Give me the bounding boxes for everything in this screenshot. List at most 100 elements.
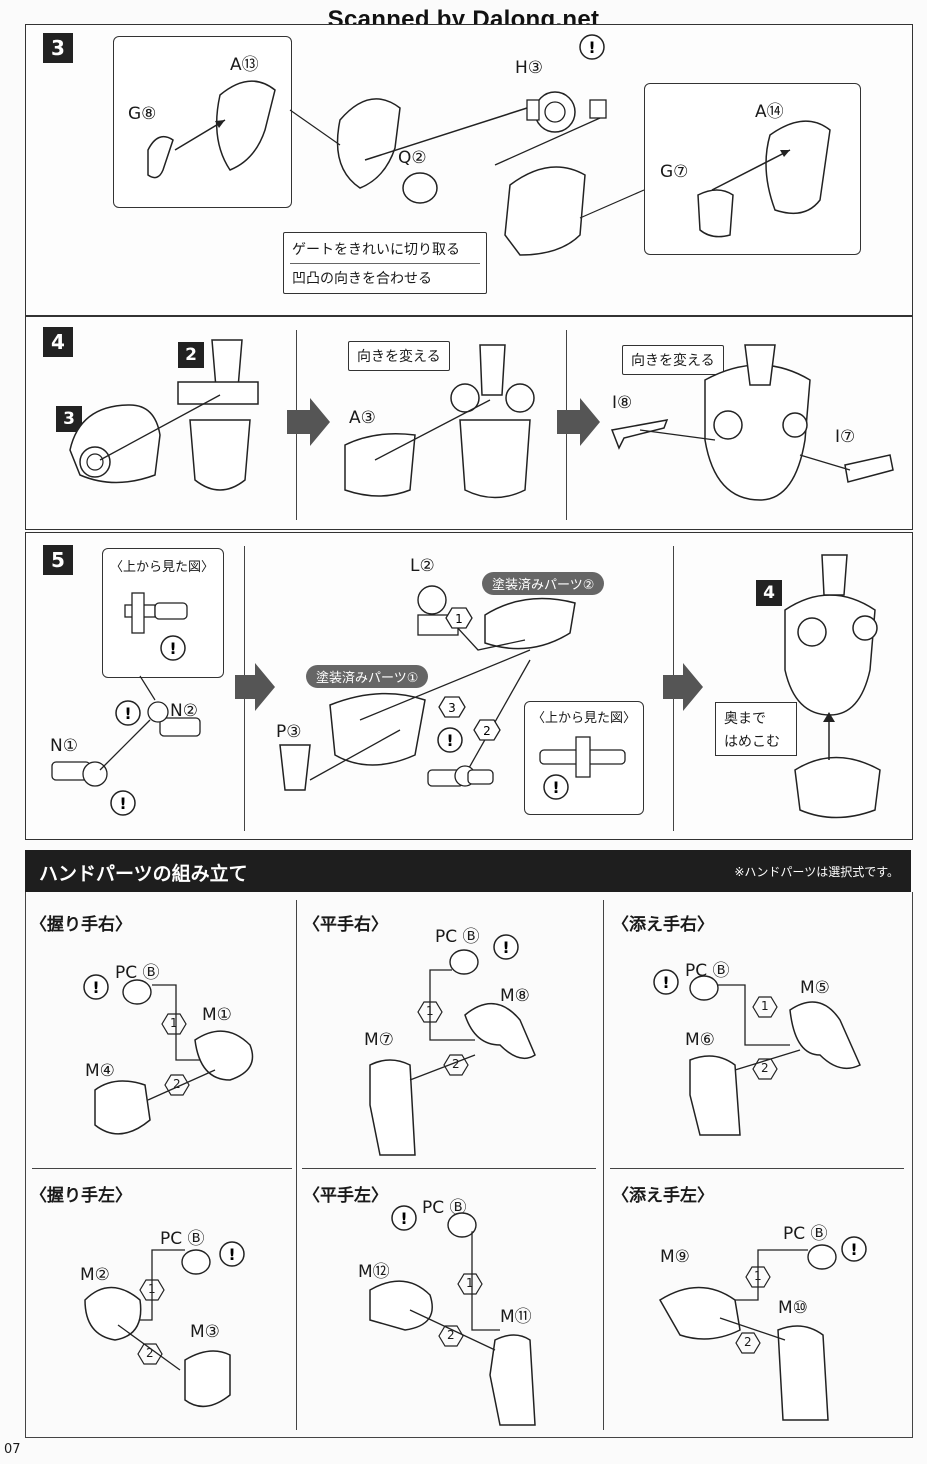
pc-joint bbox=[181, 1249, 211, 1275]
part-q2 bbox=[402, 172, 438, 204]
part-a3 bbox=[344, 433, 416, 497]
hand-section-header: ハンドパーツの組み立て ※ハンドパーツは選択式です。 bbox=[25, 850, 911, 892]
hand-attach-left-title: 〈添え手左〉 bbox=[612, 1186, 714, 1206]
attach-left-m-a: M⑨ bbox=[660, 1247, 690, 1267]
step5-number: 5 bbox=[43, 545, 73, 575]
label-h3: H③ bbox=[515, 58, 544, 78]
hand-part-m7 bbox=[369, 1059, 416, 1156]
part-base bbox=[794, 756, 881, 819]
hand-part-m9 bbox=[658, 1286, 741, 1340]
label-p3: P③ bbox=[276, 722, 302, 742]
hand-section-note: ※ハンドパーツは選択式です。 bbox=[734, 865, 899, 879]
hand-part-m10 bbox=[777, 1325, 829, 1421]
seq-marker-3: 3 bbox=[438, 696, 466, 718]
next-arrow-icon bbox=[235, 663, 275, 711]
label-g7: G⑦ bbox=[660, 162, 689, 182]
hand-part-m3 bbox=[184, 1350, 231, 1408]
svg-text:!: ! bbox=[502, 938, 509, 957]
part-torso-assembled bbox=[459, 419, 531, 499]
attach-left-pc: PC Ⓑ bbox=[783, 1224, 828, 1244]
step5-sub-4: 4 bbox=[756, 580, 782, 606]
next-arrow-icon bbox=[663, 663, 703, 711]
seq-marker-2: 2 bbox=[473, 719, 501, 741]
grip-right-pc: PC Ⓑ bbox=[115, 963, 160, 983]
part-a14-inset bbox=[765, 120, 831, 215]
hand-attach-right-title: 〈添え手右〉 bbox=[612, 915, 714, 935]
part-a13 bbox=[336, 98, 401, 189]
flat-left-pc: PC Ⓑ bbox=[422, 1198, 467, 1218]
svg-text:!: ! bbox=[552, 778, 559, 797]
callout-gate: ゲートをきれいに切り取る bbox=[292, 242, 460, 258]
svg-text:1: 1 bbox=[455, 612, 463, 626]
step4-illustration bbox=[69, 339, 894, 501]
flat-left-m-a: M⑫ bbox=[358, 1262, 390, 1282]
flat-right-seq-2: 2 bbox=[452, 1057, 460, 1071]
topview-label-b: 〈上から見た図〉 bbox=[532, 711, 637, 726]
grip-right-m-a: M① bbox=[202, 1005, 232, 1025]
pc-joint bbox=[807, 1244, 837, 1270]
next-arrow-icon bbox=[557, 398, 600, 446]
seq-marker-1: 1 bbox=[445, 607, 473, 629]
flat-right-m-b: M⑦ bbox=[364, 1030, 394, 1050]
pc-joint bbox=[122, 979, 152, 1005]
callout-align: 凹凸の向きを合わせる bbox=[292, 271, 432, 287]
hand-part-m1 bbox=[194, 1030, 254, 1081]
flat-left-seq-1: 1 bbox=[466, 1276, 474, 1290]
painted-part-2: 塗装済みパーツ② bbox=[482, 572, 605, 595]
flat-right-pc: PC Ⓑ bbox=[435, 927, 480, 947]
hand-part-m6 bbox=[689, 1055, 741, 1136]
attach-right-m-b: M⑥ bbox=[685, 1030, 715, 1050]
step4-callout-a: 向きを変える bbox=[348, 341, 450, 371]
pc-joint bbox=[689, 975, 719, 1001]
part-a13-inset bbox=[215, 80, 276, 171]
grip-right-seq-1: 1 bbox=[170, 1016, 178, 1030]
label-g8: G⑧ bbox=[128, 104, 157, 124]
label-q2: Q② bbox=[398, 148, 427, 168]
part-g7 bbox=[697, 189, 734, 238]
step4-number: 4 bbox=[43, 327, 73, 357]
svg-text:!: ! bbox=[588, 38, 595, 57]
part-n2 bbox=[159, 717, 201, 737]
attach-right-seq-1: 1 bbox=[761, 999, 769, 1013]
pc-joint bbox=[449, 949, 479, 975]
hand-flat-left-title: 〈平手左〉 bbox=[303, 1186, 388, 1206]
grip-right-m-b: M④ bbox=[85, 1061, 115, 1081]
svg-text:3: 3 bbox=[448, 701, 456, 715]
topview-label-a: 〈上から見た図〉 bbox=[110, 560, 215, 575]
step4-sub-3: 3 bbox=[56, 406, 82, 432]
part-torso-2 bbox=[189, 419, 251, 491]
grip-left-seq-2: 2 bbox=[146, 1346, 154, 1360]
grip-left-m-a: M② bbox=[80, 1265, 110, 1285]
push-in-callout: 奥まで はめこむ bbox=[715, 702, 797, 756]
svg-text:!: ! bbox=[662, 973, 669, 992]
label-a3: A③ bbox=[349, 408, 376, 428]
hand-part-m4 bbox=[94, 1080, 151, 1135]
part-i8 bbox=[610, 419, 669, 450]
hand-grip-left-title: 〈握り手左〉 bbox=[30, 1186, 132, 1206]
step3-number: 3 bbox=[43, 33, 73, 63]
part-a14 bbox=[504, 166, 586, 256]
step3-callout: ゲートをきれいに切り取る 凹凸の向きを合わせる bbox=[283, 232, 487, 294]
attach-right-seq-2: 2 bbox=[761, 1061, 769, 1075]
hand-part-m8 bbox=[464, 1002, 536, 1060]
label-n1: N① bbox=[50, 736, 78, 756]
part-painted-1 bbox=[329, 692, 426, 766]
attach-right-pc: PC Ⓑ bbox=[685, 961, 730, 981]
hand-part-m5 bbox=[789, 1001, 861, 1070]
label-i7: I⑦ bbox=[835, 427, 856, 447]
svg-text:!: ! bbox=[119, 794, 126, 813]
hand-grip-right-title: 〈握り手右〉 bbox=[30, 915, 132, 935]
attach-left-m-b: M⑩ bbox=[778, 1298, 808, 1318]
svg-text:!: ! bbox=[92, 978, 99, 997]
svg-text:!: ! bbox=[400, 1209, 407, 1228]
grip-left-m-b: M③ bbox=[190, 1322, 220, 1342]
svg-text:!: ! bbox=[169, 639, 176, 658]
label-i8: I⑧ bbox=[612, 393, 633, 413]
part-g8 bbox=[147, 135, 174, 179]
flat-left-seq-2: 2 bbox=[447, 1328, 455, 1342]
part-l2 bbox=[417, 585, 447, 615]
label-n2: N② bbox=[170, 701, 198, 721]
flat-left-m-b: M⑪ bbox=[500, 1307, 532, 1327]
flat-right-m-a: M⑧ bbox=[500, 986, 530, 1006]
